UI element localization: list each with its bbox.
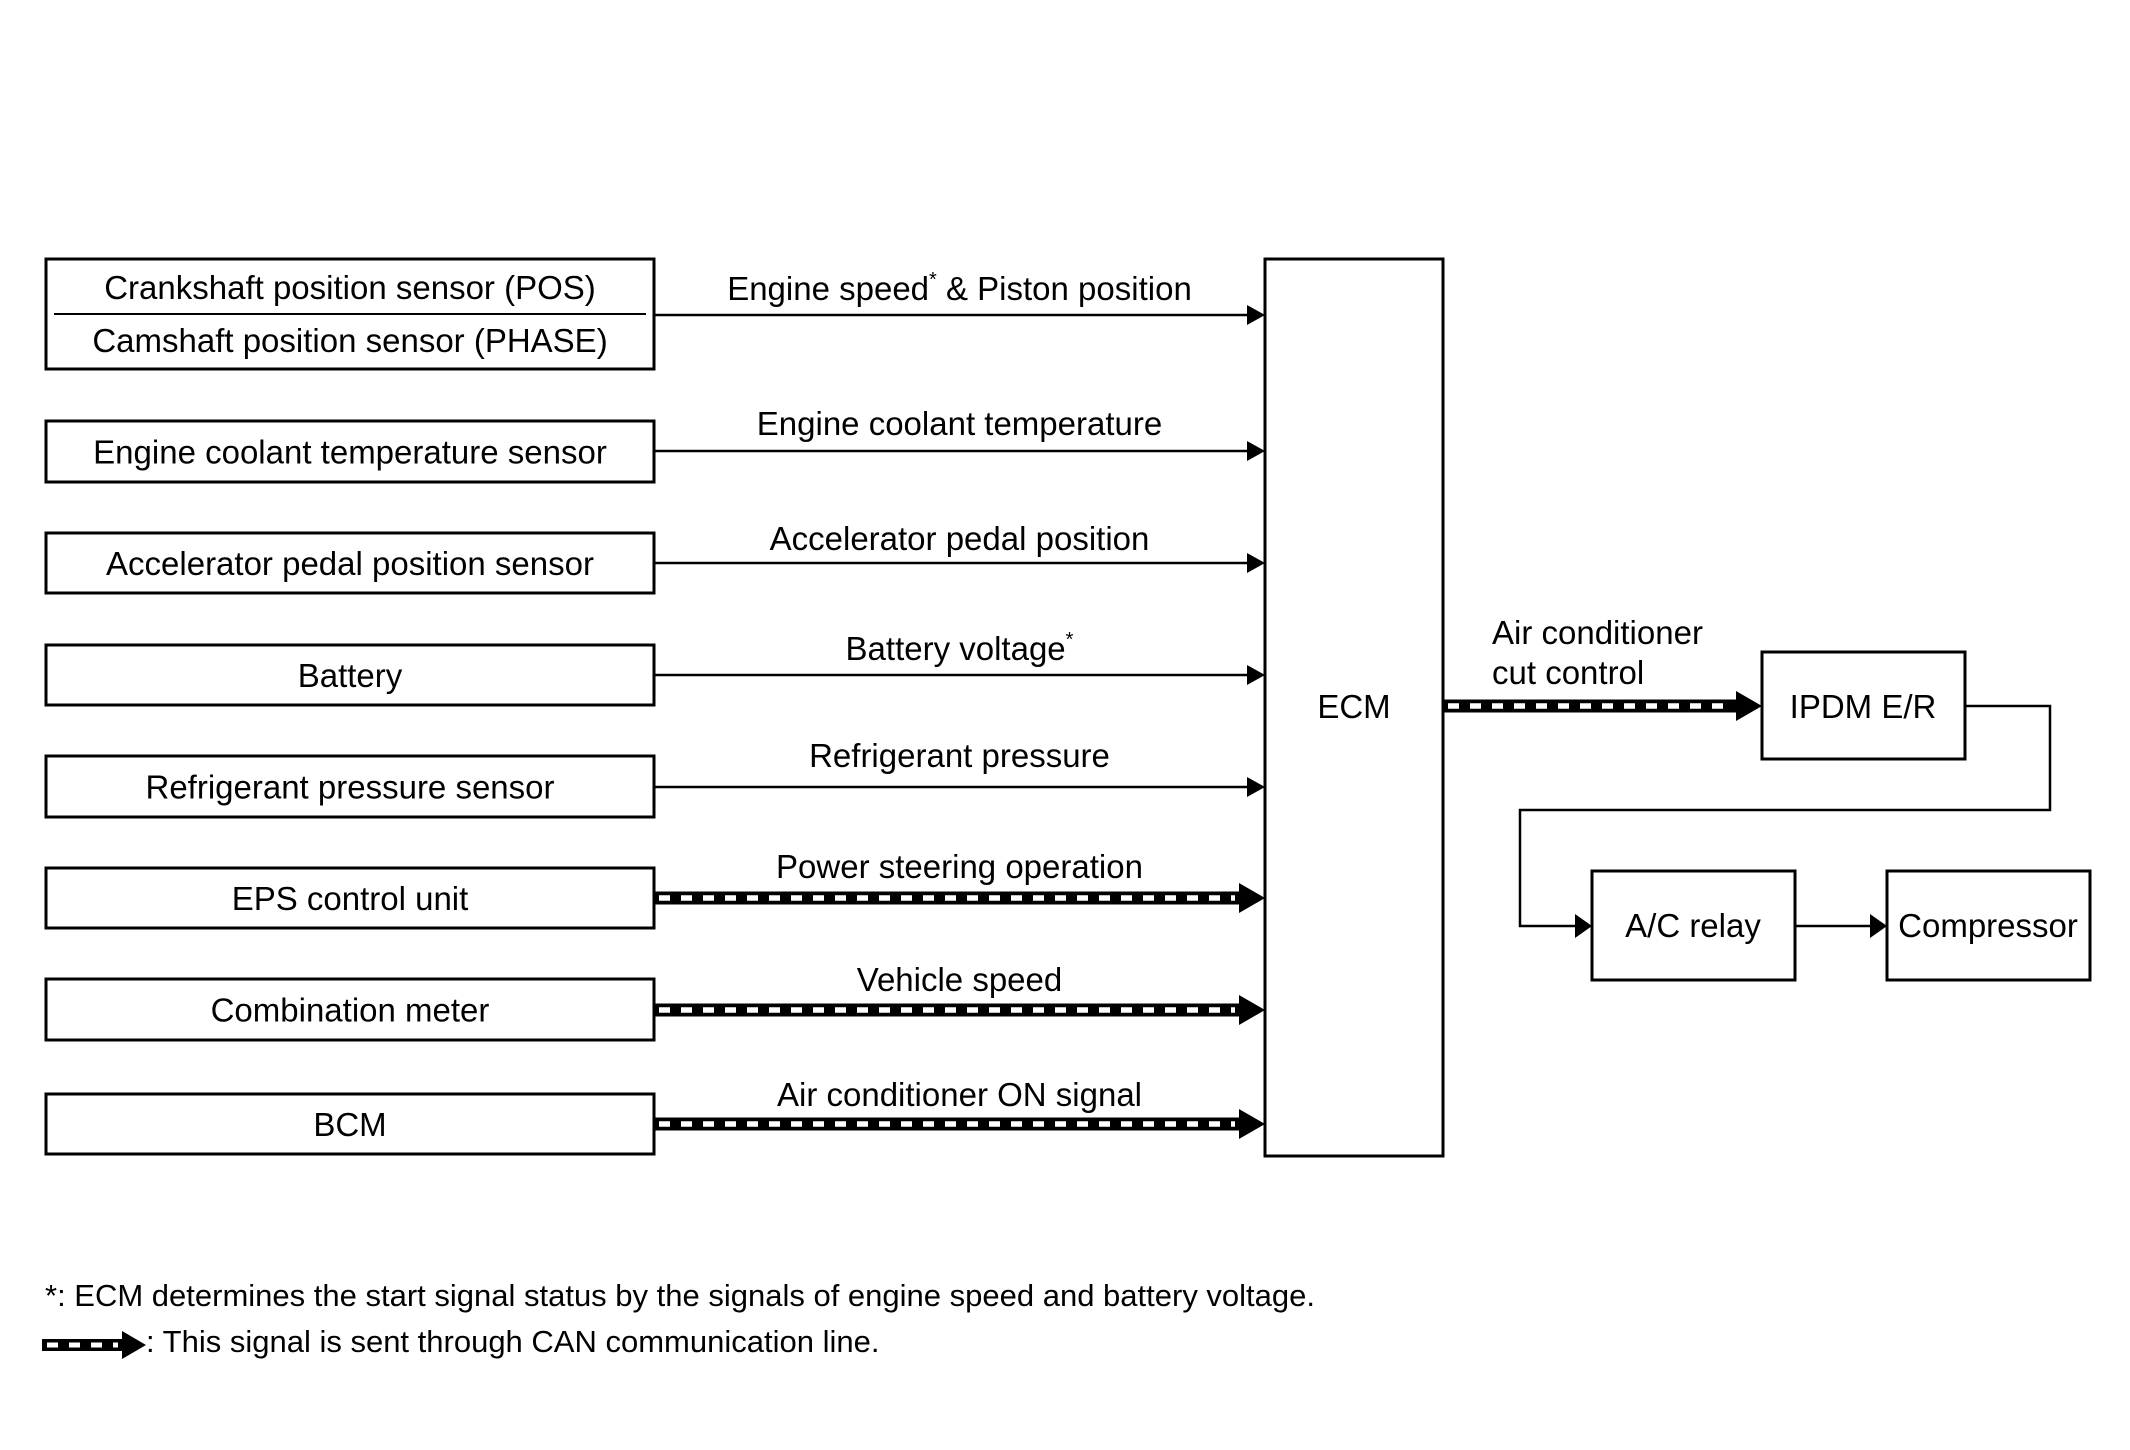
signal-coolant: Engine coolant temperature (654, 405, 1265, 461)
input-label: Refrigerant pressure sensor (145, 769, 554, 806)
input-label: EPS control unit (232, 880, 469, 917)
signal-label-meter: Vehicle speed (857, 961, 1063, 998)
input-blocks: Crankshaft position sensor (POS) Camshaft… (44, 257, 656, 1156)
signal-label-accel: Accelerator pedal position (770, 520, 1150, 557)
input-refrig: Refrigerant pressure sensor (44, 754, 656, 819)
ecm-block (1263, 257, 1445, 1158)
signal-label-crank-cam: Engine speed* & Piston position (727, 269, 1192, 307)
input-bcm: BCM (44, 1092, 656, 1156)
signal-eps: Power steering operation (654, 848, 1265, 913)
input-box-accel (44, 531, 656, 595)
signal-arrowhead-coolant (1247, 441, 1265, 461)
input-accel: Accelerator pedal position sensor (44, 531, 656, 595)
input-battery: Battery (44, 643, 656, 707)
footnotes: *: ECM determines the start signal statu… (42, 1278, 1315, 1359)
signal-label-refrig: Refrigerant pressure (809, 737, 1110, 774)
can-arrow-legend (42, 1331, 146, 1359)
can-arrow-output (1443, 691, 1762, 721)
can-legend-arrow (42, 1331, 146, 1359)
compressor-arrowhead (1870, 914, 1887, 938)
input-eps: EPS control unit (44, 866, 656, 930)
can-note: : This signal is sent through CAN commun… (146, 1324, 879, 1359)
signal-meter: Vehicle speed (654, 961, 1265, 1025)
ecm-to-ipdm-can-arrow (1443, 691, 1762, 721)
input-label: Accelerator pedal position sensor (106, 545, 594, 582)
star-note: *: ECM determines the start signal statu… (45, 1278, 1315, 1313)
input-box-coolant (44, 419, 656, 484)
ac-relay-label: A/C relay (1625, 907, 1761, 944)
input-coolant: Engine coolant temperature sensor (44, 419, 656, 484)
can-arrow-meter-head (1239, 995, 1265, 1025)
signal-crank-cam: Engine speed* & Piston position (654, 269, 1265, 325)
input-label: Engine coolant temperature sensor (93, 434, 607, 471)
signal-label-battery: Battery voltage* (846, 629, 1074, 667)
signal-bcm: Air conditioner ON signal (654, 1076, 1265, 1139)
signal-accel: Accelerator pedal position (654, 520, 1265, 573)
output-section: Air conditioner cut control IPDM E/R A/C… (1443, 614, 2092, 982)
can-arrow-legend-head (122, 1331, 146, 1359)
input-label: BCM (313, 1106, 386, 1143)
can-arrow-legend-shaft (42, 1339, 122, 1351)
compressor-label: Compressor (1898, 907, 2078, 944)
signal-label-bcm: Air conditioner ON signal (777, 1076, 1142, 1113)
ipdm-block (1760, 650, 1967, 761)
input-label: Combination meter (211, 992, 490, 1029)
input-label: Camshaft position sensor (PHASE) (92, 322, 607, 359)
output-signal-label-line1: Air conditioner (1492, 614, 1703, 651)
input-meter: Combination meter (44, 977, 656, 1042)
can-arrow-eps-head (1239, 883, 1265, 913)
ecm-label: ECM (1317, 688, 1390, 725)
signal-arrowhead-battery (1247, 665, 1265, 685)
signal-label-eps: Power steering operation (776, 848, 1143, 885)
can-arrow-bcm (654, 1109, 1265, 1139)
can-arrow-output-head (1736, 691, 1762, 721)
can-arrow-bcm-head (1239, 1109, 1265, 1139)
signal-battery: Battery voltage* (654, 629, 1265, 685)
can-arrow-meter (654, 995, 1265, 1025)
relay-arrowhead (1575, 914, 1592, 938)
output-signal-label-line2: cut control (1492, 654, 1644, 691)
ipdm-to-relay-line (1518, 704, 2052, 928)
input-crank-cam: Crankshaft position sensor (POS) Camshaft… (44, 257, 656, 371)
signal-label-coolant: Engine coolant temperature (757, 405, 1162, 442)
compressor-block (1885, 869, 2092, 982)
signal-arrowhead-refrig (1247, 777, 1265, 797)
ipdm-label: IPDM E/R (1790, 688, 1937, 725)
input-label: Crankshaft position sensor (POS) (104, 269, 596, 306)
input-label: Battery (298, 657, 403, 694)
can-arrow-eps (654, 883, 1265, 913)
signal-arrowhead-accel (1247, 553, 1265, 573)
signal-refrig: Refrigerant pressure (654, 737, 1265, 797)
signal-arrowhead-crank-cam (1247, 305, 1265, 325)
